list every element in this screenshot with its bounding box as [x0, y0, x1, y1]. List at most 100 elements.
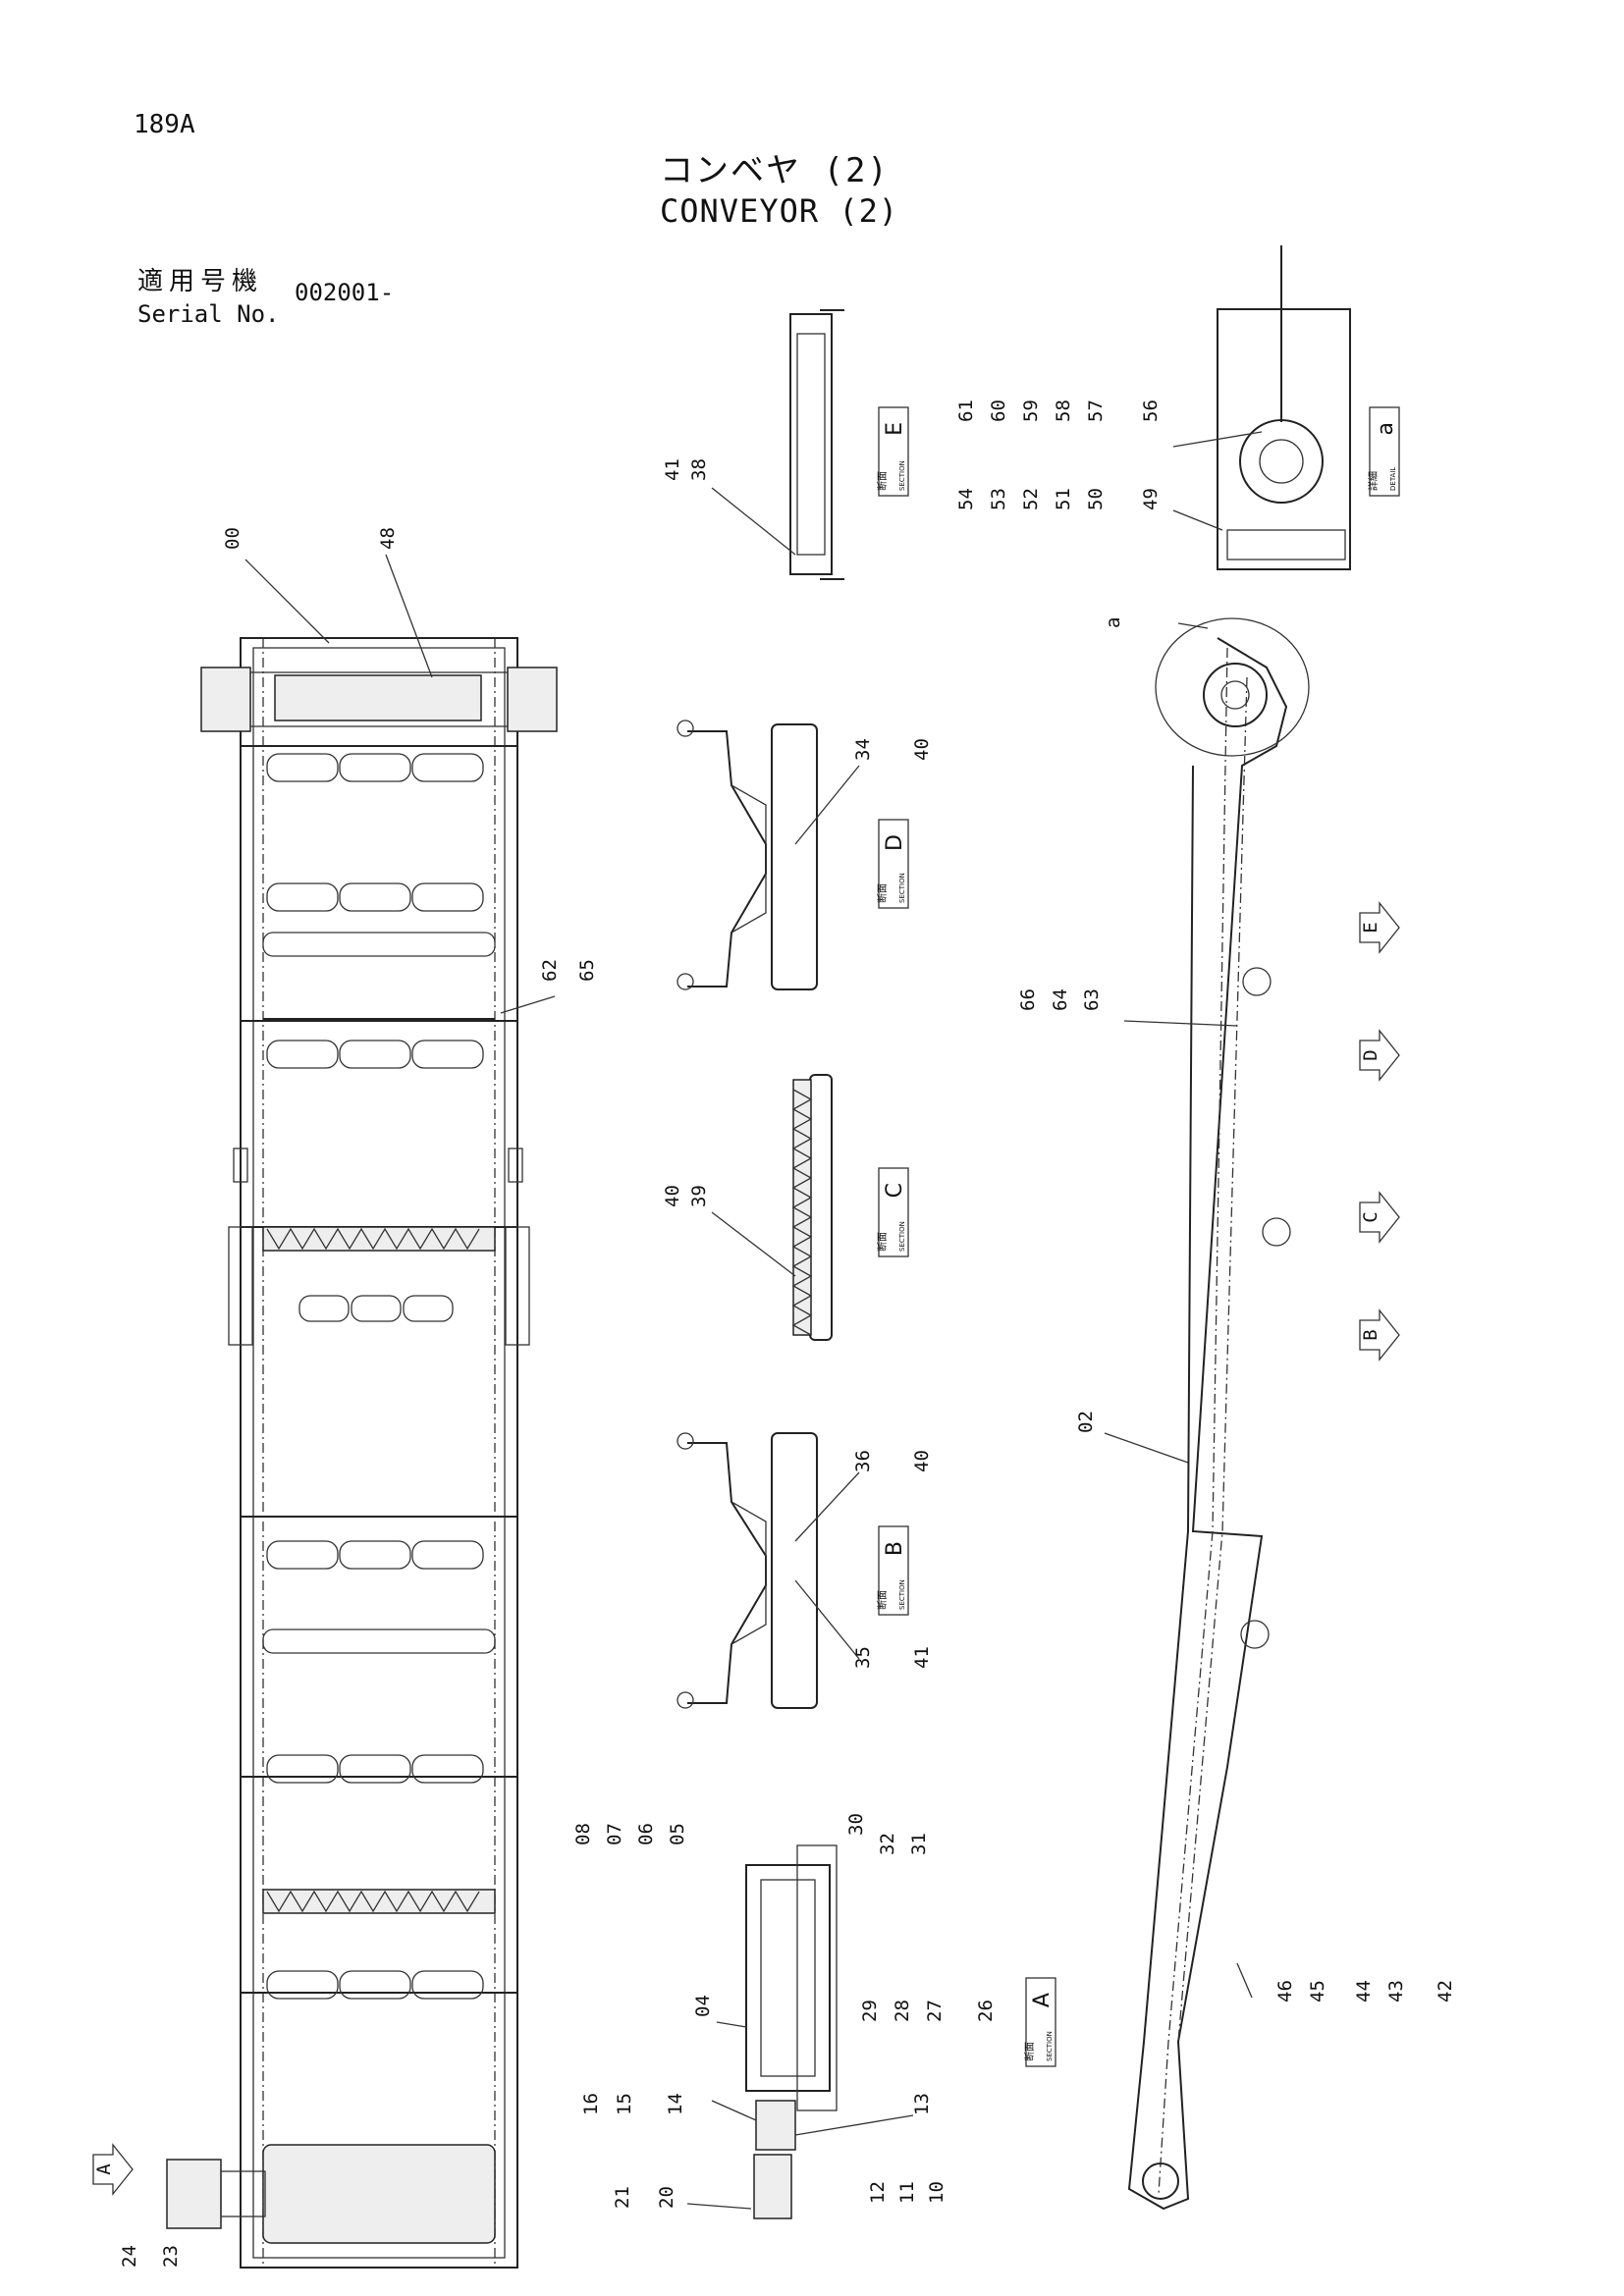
part-49: 49	[1140, 488, 1162, 510]
view-arrow-b-letter: B	[1360, 1329, 1381, 1340]
page-title-jp: コンベヤ (2)	[660, 151, 890, 190]
view-arrow-a-letter: A	[93, 2163, 115, 2175]
part-28: 28	[892, 2000, 913, 2022]
part-46: 46	[1274, 1980, 1296, 2002]
part-48: 48	[377, 527, 399, 550]
serial-label-en: Serial No.	[137, 300, 280, 328]
part-labels: 41 38 61 60 59 58 57 56 54 53 52 51 50 4…	[119, 400, 1456, 2268]
part-05: 05	[667, 1823, 688, 1845]
section-tag-e-letter: E	[883, 422, 907, 436]
part-02: 02	[1075, 1411, 1097, 1433]
detail-tag-a-en: DETAIL	[1389, 467, 1397, 491]
section-tag-d-en: SECTION	[898, 873, 906, 903]
part-04: 04	[692, 1995, 714, 2017]
view-arrow-e: E	[1359, 901, 1400, 954]
part-50: 50	[1085, 488, 1107, 510]
plan-view	[166, 637, 558, 2269]
part-64: 64	[1050, 988, 1071, 1011]
section-tag-a-en: SECTION	[1046, 2031, 1054, 2061]
part-65: 65	[576, 959, 598, 982]
page-number: 189A	[134, 110, 195, 139]
section-tag-e: E 断面 SECTION	[876, 406, 909, 497]
section-tag-c: C 断面 SECTION	[876, 1167, 909, 1257]
part-38: 38	[688, 458, 710, 481]
part-11: 11	[896, 2181, 918, 2204]
part-45: 45	[1307, 1980, 1328, 2002]
part-63: 63	[1081, 988, 1103, 1011]
leader-lines	[244, 431, 1263, 2210]
part-41: 41	[662, 458, 683, 481]
view-arrow-d-letter: D	[1360, 1049, 1381, 1060]
section-a-view	[745, 1844, 838, 2219]
part-16: 16	[580, 2093, 602, 2115]
part-10: 10	[926, 2181, 947, 2204]
part-08: 08	[572, 1823, 594, 1845]
section-tag-e-jp: 断面	[876, 471, 889, 491]
detail-tag-a-jp: 詳細	[1367, 471, 1380, 491]
part-26: 26	[975, 2000, 997, 2022]
part-40-b: 40	[911, 1450, 933, 1472]
section-tag-b-jp: 断面	[876, 1590, 889, 1610]
part-36: 36	[852, 1450, 874, 1472]
section-tag-a-letter: A	[1030, 1993, 1055, 2007]
part-06: 06	[635, 1823, 657, 1845]
detail-a-view	[1217, 245, 1351, 570]
part-14: 14	[665, 2093, 686, 2115]
serial-value: 002001-	[295, 279, 395, 306]
side-view	[1127, 617, 1310, 2211]
part-44: 44	[1353, 1980, 1375, 2002]
part-62: 62	[539, 959, 561, 982]
section-tag-b-en: SECTION	[898, 1579, 906, 1610]
part-40-c: 40	[662, 1185, 683, 1207]
serial-label-jp: 適用号機	[137, 267, 264, 296]
part-29: 29	[859, 2000, 881, 2022]
part-21: 21	[612, 2186, 633, 2209]
part-32: 32	[877, 1833, 898, 1855]
view-arrow-e-letter: E	[1360, 922, 1381, 933]
part-07: 07	[604, 1823, 625, 1845]
section-tag-e-en: SECTION	[898, 460, 906, 491]
part-42: 42	[1435, 1980, 1456, 2002]
part-12: 12	[867, 2181, 889, 2204]
part-52: 52	[1020, 488, 1042, 510]
part-30: 30	[845, 1813, 867, 1836]
section-e-view	[789, 309, 844, 580]
part-53: 53	[988, 488, 1009, 510]
part-58: 58	[1053, 400, 1074, 422]
view-arrow-c: C	[1359, 1191, 1400, 1244]
detail-tag-a-letter: a	[1374, 422, 1398, 435]
view-arrow-d: D	[1359, 1029, 1400, 1082]
section-d-view	[677, 720, 818, 990]
section-tag-c-en: SECTION	[898, 1221, 906, 1252]
part-23: 23	[160, 2245, 182, 2268]
view-arrow-c-letter: C	[1360, 1211, 1381, 1222]
section-tag-d-letter: D	[883, 834, 907, 851]
view-arrow-b: B	[1359, 1308, 1400, 1362]
page-title-en: CONVEYOR (2)	[660, 192, 899, 230]
section-tag-c-jp: 断面	[876, 1232, 889, 1252]
part-61: 61	[955, 400, 977, 422]
part-00: 00	[222, 527, 244, 550]
section-tag-b: B 断面 SECTION	[876, 1525, 909, 1616]
part-40: 40	[911, 738, 933, 761]
part-24: 24	[119, 2245, 140, 2268]
part-43: 43	[1385, 1980, 1407, 2002]
part-35: 35	[852, 1646, 874, 1669]
section-c-view	[791, 1074, 833, 1341]
detail-tag-a: a 詳細 DETAIL	[1367, 406, 1400, 497]
part-31: 31	[908, 1833, 930, 1855]
view-arrow-a: A	[92, 2143, 134, 2196]
part-51: 51	[1053, 488, 1074, 510]
part-56: 56	[1140, 400, 1162, 422]
part-54: 54	[955, 488, 977, 510]
part-59: 59	[1020, 400, 1042, 422]
part-27: 27	[924, 2000, 946, 2022]
section-b-view	[677, 1432, 818, 1709]
section-tag-d-jp: 断面	[876, 883, 889, 903]
section-tag-a-jp: 断面	[1023, 2042, 1036, 2061]
section-tag-c-letter: C	[883, 1183, 907, 1198]
detail-callout-a: a	[1103, 617, 1124, 628]
part-60: 60	[988, 400, 1009, 422]
part-15: 15	[614, 2093, 635, 2115]
